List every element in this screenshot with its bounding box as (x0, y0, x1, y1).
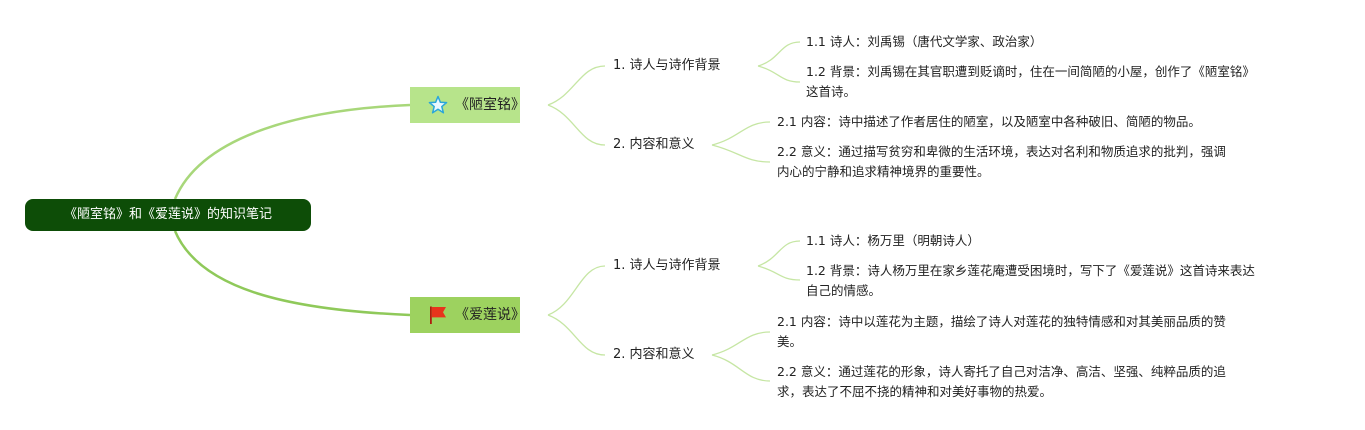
leaf-content[interactable]: 2.1 内容：诗中以莲花为主题，描绘了诗人对莲花的独特情感和对其美丽品质的赞 美… (777, 314, 1226, 349)
star-icon (428, 95, 448, 114)
branch-topic-label: 《爱莲说》 (455, 307, 525, 323)
red-flag-icon (430, 306, 446, 324)
branch-topic-label: 《陋室铭》 (455, 97, 525, 113)
subtopic-poet-background[interactable]: 1. 诗人与诗作背景 (613, 258, 721, 273)
leaf-poet[interactable]: 1.1 诗人：刘禹锡（唐代文学家、政治家） (806, 34, 1043, 49)
leaf-meaning[interactable]: 2.2 意义：通过描写贫穷和卑微的生活环境，表达对名利和物质追求的批判，强调 内… (777, 144, 1226, 179)
branch-topic-loushiming[interactable]: 《陋室铭》 (410, 87, 525, 123)
root-topic-label: 《陋室铭》和《爱莲说》的知识笔记 (63, 207, 272, 222)
leaf-content[interactable]: 2.1 内容：诗中描述了作者居住的陋室，以及陋室中各种破旧、简陋的物品。 (777, 114, 1201, 129)
leaf-background[interactable]: 1.2 背景：诗人杨万里在家乡莲花庵遭受困境时，写下了《爱莲说》这首诗来表达 自… (806, 263, 1255, 298)
branch-topic-ailianshuo[interactable]: 《爱莲说》 (410, 297, 525, 333)
connector-branch1-sub1 (547, 65, 606, 106)
connector-branch1-sub2 (547, 104, 606, 146)
connector-root-branch2 (173, 230, 411, 317)
subtopic-content-meaning[interactable]: 2. 内容和意义 (613, 137, 695, 152)
connector-branch2-sub2 (547, 314, 606, 356)
root-topic[interactable]: 《陋室铭》和《爱莲说》的知识笔记 (25, 199, 311, 231)
connector-branch2-sub1 (547, 265, 606, 316)
leaf-poet[interactable]: 1.1 诗人：杨万里（明朝诗人） (806, 233, 980, 248)
connector-root-branch1 (173, 103, 411, 200)
leaf-background[interactable]: 1.2 背景：刘禹锡在其官职遭到贬谪时，住在一间简陋的小屋，创作了《陋室铭》 这… (806, 64, 1255, 99)
subtopic-poet-background[interactable]: 1. 诗人与诗作背景 (613, 58, 721, 73)
leaf-meaning[interactable]: 2.2 意义：通过莲花的形象，诗人寄托了自己对洁净、高洁、坚强、纯粹品质的追 求… (777, 364, 1226, 399)
subtopic-content-meaning[interactable]: 2. 内容和意义 (613, 347, 695, 362)
